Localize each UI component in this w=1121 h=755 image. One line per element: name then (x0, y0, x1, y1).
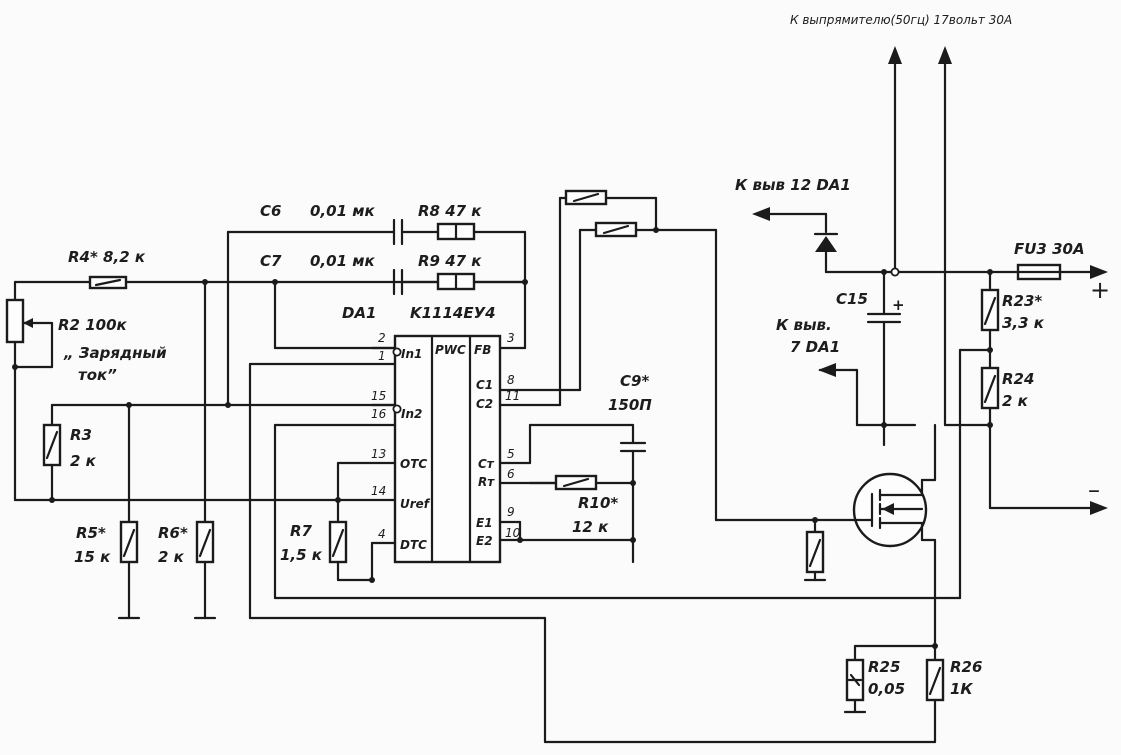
sig-fb: FB (474, 343, 491, 357)
label-r7-val: 1,5 к (280, 546, 323, 564)
label-r10-val: 12 к (572, 518, 609, 536)
sig-in2: In2 (401, 407, 422, 421)
label-da1-ref: DA1 (342, 304, 377, 322)
label-r4: R4* 8,2 к (68, 248, 146, 266)
label-r6-val: 2 к (158, 548, 185, 566)
label-r2-note-2: ток” (78, 366, 117, 384)
drive-network (558, 189, 857, 582)
pin-14: 14 (371, 484, 386, 498)
label-r2-note-1: „ Зарядный (63, 344, 167, 362)
label-r3-ref: R3 (70, 426, 92, 444)
pin-6: 6 (507, 467, 515, 481)
label-r25-val: 0,05 (868, 680, 905, 698)
sig-in1: In1 (401, 347, 422, 361)
label-c15-note-2: 7 DA1 (790, 338, 840, 356)
terminal-minus: – (1088, 476, 1100, 504)
left-network (5, 230, 527, 620)
label-r23-val: 3,3 к (1002, 314, 1045, 332)
timing-network (517, 423, 647, 564)
label-c15-polarity: + (892, 296, 905, 314)
arrow-up-icon (938, 46, 952, 64)
sig-c2: C2 (476, 397, 493, 411)
label-c9-ref: C9* (620, 372, 649, 390)
label-r8: R8 47 к (418, 202, 482, 220)
label-r25-ref: R25 (868, 658, 900, 676)
pin-1: 1 (378, 349, 386, 363)
label-r24-val: 2 к (1002, 392, 1029, 410)
label-r10-ref: R10* (578, 494, 618, 512)
arrow-left-icon (818, 363, 836, 377)
label-r3-val: 2 к (70, 452, 97, 470)
pin-4: 4 (378, 527, 386, 541)
sig-e1: E1 (476, 516, 493, 530)
label-da1-pin12: К выв 12 DA1 (735, 176, 851, 194)
pin-13: 13 (371, 447, 386, 461)
label-r26-ref: R26 (950, 658, 982, 676)
ic-da1 (248, 334, 635, 564)
pin-2: 2 (378, 331, 386, 345)
rectifier-arrows (888, 46, 952, 427)
label-r7-ref: R7 (290, 522, 313, 540)
label-c15-ref: C15 (836, 290, 868, 308)
label-c15-note-1: К выв. (776, 316, 832, 334)
pin-8: 8 (507, 373, 515, 387)
sig-uref: Uref (400, 497, 431, 511)
pin-15: 15 (371, 389, 386, 403)
label-r5-ref: R5* (76, 524, 106, 542)
label-r23-ref: R23* (1002, 292, 1042, 310)
pin-5: 5 (507, 447, 515, 461)
label-c7-ref: C7 (260, 252, 282, 270)
sig-rt: Rт (478, 475, 495, 489)
power-section (248, 207, 1108, 744)
label-r26-val: 1К (950, 680, 973, 698)
arrow-right-icon (1090, 501, 1108, 515)
pin-9: 9 (507, 505, 515, 519)
arrow-left-icon (752, 207, 770, 221)
label-r9: R9 47 к (418, 252, 482, 270)
label-r6-ref: R6* (158, 524, 188, 542)
r2-resistor (5, 298, 25, 344)
label-r5-val: 15 к (74, 548, 111, 566)
arrow-up-icon (888, 46, 902, 64)
feedback-network (392, 218, 528, 350)
rectifier-note: К выпрямителю(50гц) 17вольт 30А (790, 13, 1012, 27)
pin-11: 11 (505, 389, 520, 403)
ic-body (393, 334, 502, 564)
label-c9-val: 150П (608, 396, 652, 414)
label-fu3: FU3 30A (1014, 240, 1085, 258)
label-c6-ref: C6 (260, 202, 281, 220)
pin-16: 16 (371, 407, 387, 421)
sig-ct: Cт (478, 457, 495, 471)
pin-3: 3 (507, 331, 515, 345)
label-r24-ref: R24 (1002, 370, 1034, 388)
sig-pwc: PWC (435, 343, 466, 357)
sig-dtc: DTC (400, 538, 427, 552)
label-c7-val: 0,01 мк (310, 252, 375, 270)
label-r2: R2 100к (58, 316, 128, 334)
pin-10: 10 (505, 526, 521, 540)
terminal-plus: + (1090, 276, 1110, 304)
sig-otc: OTC (400, 457, 427, 471)
sig-c1: C1 (476, 378, 493, 392)
arrow-right-icon (1090, 265, 1108, 279)
mosfet-icon (852, 472, 928, 548)
sig-e2: E2 (476, 534, 493, 548)
r7-network (328, 461, 375, 583)
diode-icon (815, 236, 837, 252)
label-c6-val: 0,01 мк (310, 202, 375, 220)
label-da1-part: K1114EУ4 (410, 304, 496, 322)
